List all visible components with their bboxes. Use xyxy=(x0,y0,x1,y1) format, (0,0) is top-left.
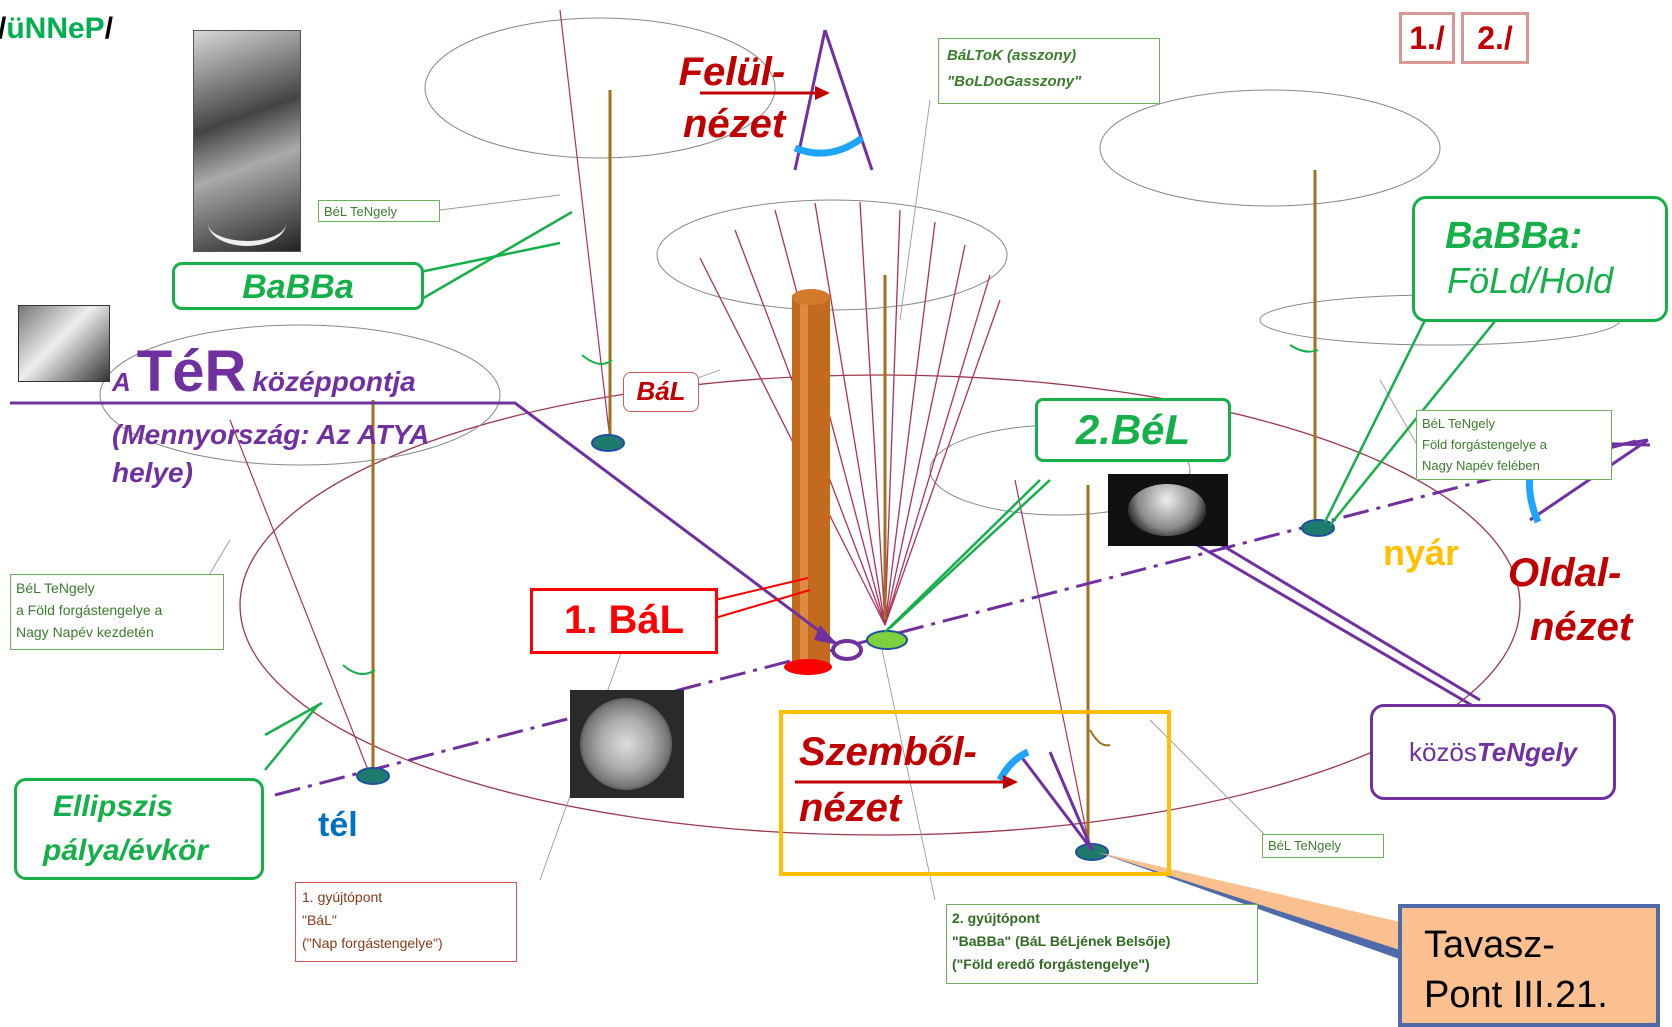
central-pillar xyxy=(792,295,830,665)
bel-tengely-bottom: BéL TeNgely xyxy=(1262,834,1384,858)
common-axis-callout: közösTeNgely xyxy=(1370,704,1616,800)
spring-point-box: Tavasz- Pont III.21. xyxy=(1398,904,1660,1027)
side-view-label: Oldal- nézet xyxy=(1508,546,1632,654)
bal-small-label: BáL xyxy=(623,372,699,412)
top-view-label: Felül- nézet xyxy=(641,46,785,150)
ellipse-callout: Ellipszis pálya/évkör xyxy=(14,778,264,880)
baltok-label: BáLToK (asszony) "BoLDoGasszony" xyxy=(938,38,1160,104)
eye-view-label: Szemből- nézet xyxy=(799,724,977,836)
tab-2[interactable]: 2./ xyxy=(1461,12,1529,64)
top-ellipse-right xyxy=(1100,90,1440,206)
ter-sub-label: (Mennyország: Az ATYA helye) xyxy=(112,416,429,492)
babba-left-callout: BaBBa xyxy=(172,262,424,310)
winter-label: tél xyxy=(318,806,358,845)
tab-1[interactable]: 1./ xyxy=(1399,12,1455,64)
bel-tengely-right: BéL TeNgely Föld forgástengelye a Nagy N… xyxy=(1416,410,1612,480)
cone-lines xyxy=(700,202,1000,625)
bal1-callout: 1. BáL xyxy=(530,588,718,654)
stone-image xyxy=(18,305,110,382)
focus1-label: 1. gyújtópont "BáL" ("Nap forgástengelye… xyxy=(295,882,517,962)
summer-label: nyár xyxy=(1383,532,1459,574)
bel2-callout: 2.BéL xyxy=(1035,398,1231,462)
eye-view-box: Szemből- nézet xyxy=(779,710,1171,876)
moon-image xyxy=(1108,474,1228,546)
bel-tengely-top: BéL TeNgely xyxy=(318,200,440,222)
focus2-label: 2. gyújtópont "BaBBa" (BáL BéLjének Bels… xyxy=(946,904,1258,984)
bel-tengely-left: BéL TeNgely a Föld forgástengelye a Nagy… xyxy=(10,574,224,650)
page-title: /üNNeP/ xyxy=(0,12,113,46)
babba-right-callout: BaBBa: FöLd/Hold xyxy=(1412,196,1668,322)
madonna-image xyxy=(193,30,301,252)
sun-face-image xyxy=(570,690,684,798)
